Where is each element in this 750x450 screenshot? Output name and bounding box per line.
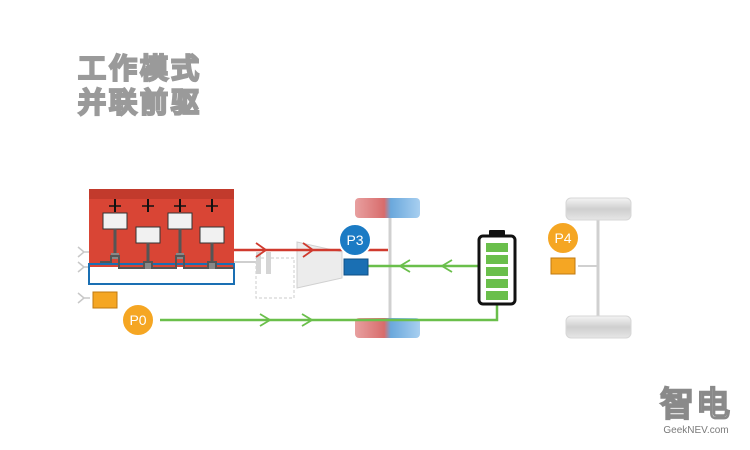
red-arrow-1 [255, 242, 268, 258]
watermark: 智电 GeekNEV.com [655, 385, 737, 436]
electrical-power-flow [160, 264, 499, 322]
p0-badge: P0 [121, 303, 155, 337]
battery-bar [486, 243, 508, 252]
rear-wheel-top [565, 197, 632, 221]
front-axle [355, 198, 420, 338]
battery-bar [486, 255, 508, 264]
green-arrow-p3-b [440, 259, 453, 273]
crankshaft [100, 255, 234, 269]
watermark-url: GeekNEV.com [663, 425, 729, 436]
watermark-logo: 智电 [659, 385, 732, 425]
p0-motor [92, 291, 118, 309]
rear-wheel-bottom [565, 315, 632, 339]
green-arrow-p0-a [259, 313, 272, 327]
mode-subtitle: 并联前驱 [77, 86, 203, 119]
front-wheel-bottom [355, 318, 420, 338]
p3-badge: P3 [338, 223, 372, 257]
engine-block [88, 189, 235, 285]
clutch [234, 252, 295, 299]
cylinder-2 [135, 199, 161, 269]
title-block: 工作模式 并联前驱 [77, 52, 203, 123]
p4-label: P4 [554, 230, 571, 246]
p3-motor [343, 258, 369, 276]
red-arrow-2 [302, 242, 315, 258]
battery-bar [486, 267, 508, 276]
cylinder-4 [199, 199, 225, 269]
cylinders [102, 199, 225, 269]
cylinder-3 [167, 199, 193, 259]
mode-title: 工作模式 [77, 52, 203, 85]
p0-label: P0 [129, 312, 146, 328]
cylinder-1 [102, 199, 128, 259]
rear-axle [565, 197, 632, 339]
green-arrow-p0-b [301, 313, 314, 327]
front-wheel-top [355, 198, 420, 218]
p4-motor [550, 257, 576, 275]
p3-label: P3 [346, 232, 363, 248]
green-arrow-p3-a [398, 259, 411, 273]
p4-badge: P4 [546, 221, 580, 255]
battery-bar [486, 291, 508, 300]
battery-icon [477, 230, 517, 306]
battery-bar [486, 279, 508, 288]
